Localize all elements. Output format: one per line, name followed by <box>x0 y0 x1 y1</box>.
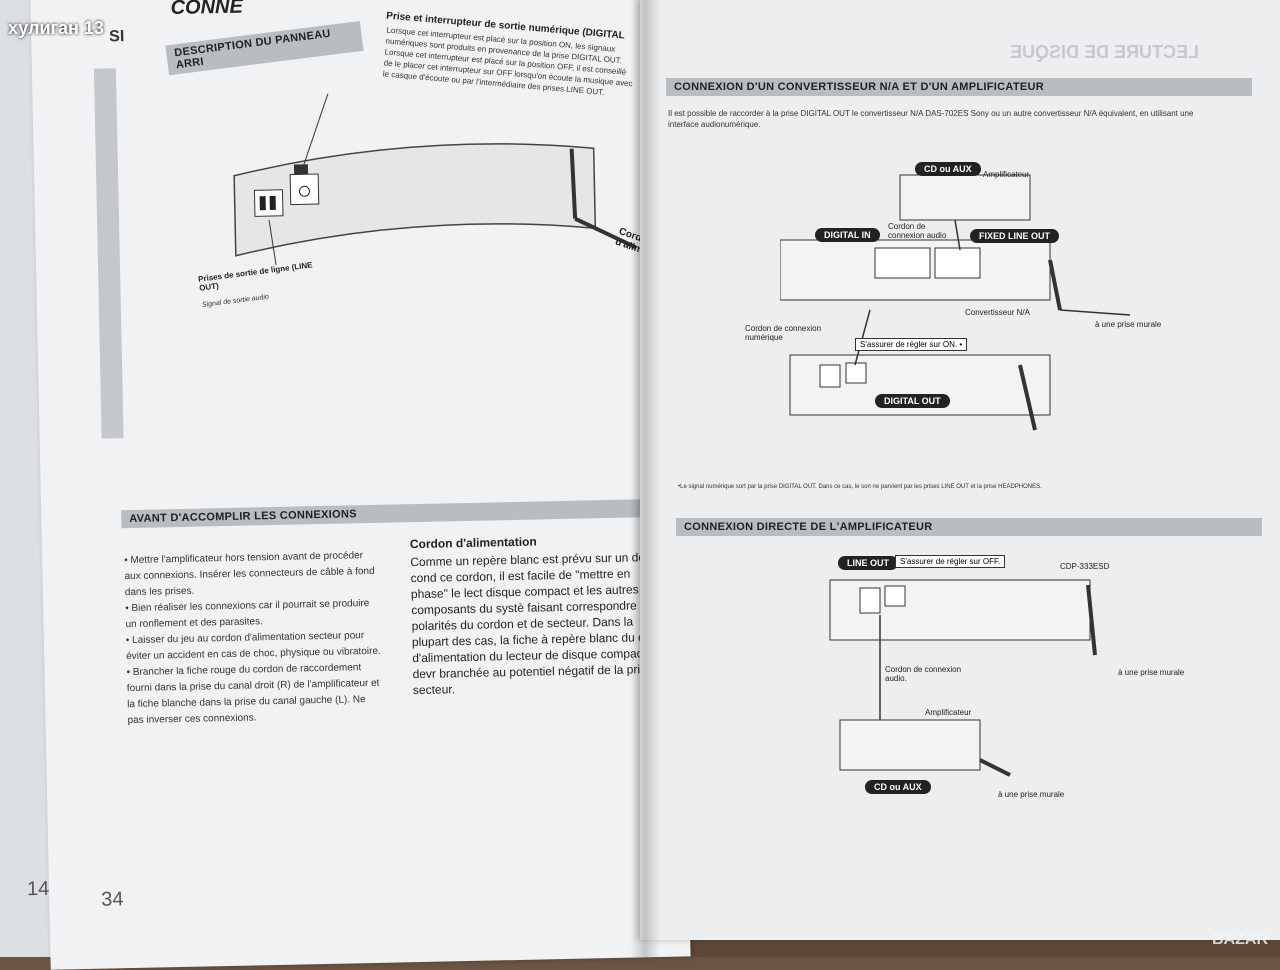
site-badge: BAZAR <box>1212 931 1268 948</box>
label-line-out: LINE OUT <box>838 556 898 570</box>
band-direct: CONNEXION DIRECTE DE L'AMPLIFICATEUR <box>676 518 1262 536</box>
bullet-item: • Mettre l'amplificateur hors tension av… <box>124 550 375 599</box>
watermark: хулиган 13 <box>8 18 104 38</box>
band-avant-text: AVANT D'ACCOMPLIR LES CONNEXIONS <box>129 508 357 526</box>
label-prise-murale3: à une prise murale <box>998 790 1065 799</box>
label-amplificateur2: Amplificateur <box>925 708 972 717</box>
direct-diagram <box>829 579 1097 777</box>
cordon-heading: Cordon d'alimentation <box>409 534 537 552</box>
label-cd-aux: CD ou AUX <box>915 162 981 176</box>
corner-title: SI <box>109 28 125 46</box>
page-number: 34 <box>101 888 124 911</box>
label-sassurer-on: S'assurer de régler sur ON. • <box>855 338 968 351</box>
label-cd-aux2: CD ou AUX <box>865 780 931 794</box>
left-page: CONNE SI DESCRIPTION DU PANNEAU ARRI Pri… <box>26 0 691 970</box>
label-prise-murale: à une prise murale <box>1095 320 1162 329</box>
footnote: •Le signal numérique sort par la prise D… <box>678 484 1042 490</box>
intro-text: Il est possible de raccorder à la prise … <box>668 109 1194 129</box>
label-fixed-line-out: FIXED LINE OUT <box>970 229 1060 243</box>
side-tab <box>93 68 124 439</box>
page-number-left: 14 <box>26 877 50 901</box>
label-model: CDP-333ESD <box>1060 562 1110 571</box>
label-digital-out: DIGITAL OUT <box>875 394 950 408</box>
book-gutter <box>630 0 660 957</box>
label-amplificateur: Amplificateur <box>983 170 1030 179</box>
label-cordon-audio: Cordon de connexion audio <box>888 222 947 240</box>
label-convertisseur: Convertisseur N/A <box>965 308 1030 317</box>
band-rear-panel: DESCRIPTION DU PANNEAU ARRI <box>165 20 364 76</box>
bullet-item: • Bien réaliser les connexions car il po… <box>125 598 370 631</box>
label-cordon-audio2: Cordon de connexion audio. <box>885 665 962 683</box>
section-title: CONNE <box>170 0 244 20</box>
band-avant: AVANT D'ACCOMPLIR LES CONNEXIONS <box>121 498 658 529</box>
bullet-list: • Mettre l'amplificateur hors tension av… <box>124 548 383 729</box>
band-direct-text: CONNEXION DIRECTE DE L'AMPLIFICATEUR <box>684 521 933 533</box>
band-converter-text: CONNEXION D'UN CONVERTISSEUR N/A ET D'UN… <box>674 81 1044 93</box>
bullet-item: • Brancher la fiche rouge du cordon de r… <box>126 662 380 727</box>
label-prise-murale2: à une prise murale <box>1118 668 1185 677</box>
label-sassurer-off: S'assurer de régler sur OFF. <box>895 555 1006 568</box>
bullet-item: • Laisser du jeu au cordon d'alimentatio… <box>125 630 381 663</box>
right-page: LECTURE DE DISQUE CONNEXION D'UN CONVERT… <box>640 0 1280 940</box>
converter-diagram <box>780 174 1131 431</box>
band-converter: CONNEXION D'UN CONVERTISSEUR N/A ET D'UN… <box>666 78 1252 96</box>
label-digital-in: DIGITAL IN <box>815 228 880 242</box>
mirror-title: LECTURE DE DISQUE <box>1010 42 1200 62</box>
label-cordon-numerique: Cordon de connexion numérique <box>745 324 822 342</box>
rear-panel-diagram <box>233 86 637 265</box>
line-out-sub: Signal de sortie audio <box>201 293 270 309</box>
